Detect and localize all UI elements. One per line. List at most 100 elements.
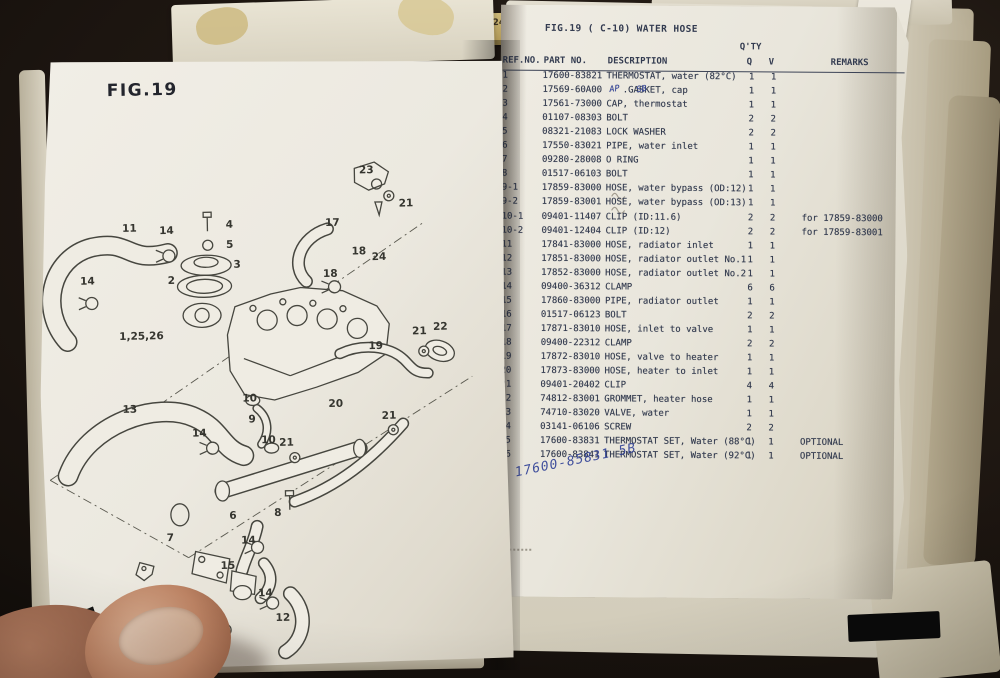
cell-qty-q: 4 [746,381,753,392]
cell-description: HOSE, water bypass (OD:12) [606,182,766,197]
cell-qty-v: 1 [769,255,776,266]
description-text: CLAMP [604,338,632,349]
cell-qty-q: 1 [748,100,755,111]
diagram-callout: 13 [122,403,138,416]
cell-qty-q: 1 [748,86,755,97]
diagram-callout: 22 [432,320,448,333]
cell-qty-v: 2 [770,128,776,139]
cell-qty-v: 2 [769,311,775,322]
diagram-callout: 2 [167,274,176,288]
diagram-callout: 21 [381,409,397,422]
diagram-callout: 14 [240,534,256,547]
dark-page-edge [847,611,941,642]
diagram-callout: 20 [328,397,344,410]
cell-remarks: OPTIONAL [799,437,844,449]
diagram-callout: 14 [257,587,273,600]
cell-qty-q: 1 [747,325,753,336]
diagram-callout: 23 [358,164,374,177]
diagram-callout: 21 [398,197,414,210]
cell-qty-q: 2 [746,339,753,350]
cell-qty-q: 1 [746,437,752,448]
cell-qty-v: 1 [769,269,775,280]
exploded-parts-diagram [34,54,514,673]
cell-qty-q: 2 [747,311,753,322]
description-text: LOCK WASHER [606,127,666,138]
description-text: BOLT [605,169,628,180]
diagram-callout: 9 [248,413,256,426]
cell-qty-q: 1 [746,353,753,364]
cell-qty-v: 1 [768,353,775,364]
cell-qty-q: 2 [748,114,755,125]
header-remarks: REMARKS [830,57,869,69]
diagram-callout: 14 [159,224,174,238]
cell-qty-q: 1 [748,72,755,83]
description-text: CLIP (ID:12) [605,225,671,237]
cell-qty-q: 1 [747,240,754,251]
cell-qty-v: 2 [769,227,776,238]
cell-remarks: for 17859-83000 [801,213,883,224]
cell-qty-q: 2 [747,226,754,237]
cell-qty-v: 2 [768,339,775,350]
cell-qty-q: 1 [747,297,753,308]
cell-qty-q: 1 [747,254,754,265]
cell-qty-v: 2 [769,212,776,224]
cell-qty-q: 1 [747,268,753,280]
cell-qty-q: 1 [746,409,752,420]
diagram-callout: 10 [242,392,258,405]
cell-qty-v: 1 [770,142,776,153]
description-text: PIPE, radiator outlet [604,296,719,307]
cell-qty-q: 1 [746,451,752,462]
description-text: HOSE, inlet to valve [604,324,714,335]
diagram-callout: 6 [229,509,237,522]
description-text: HOSE, radiator outlet No.1 [605,253,747,265]
diagram-callout: 4 [225,218,234,231]
cell-qty-q: 1 [746,367,753,378]
cell-qty-q: 1 [747,198,754,209]
diagram-callout: 8 [274,506,282,520]
description-text: HOSE, radiator inlet [605,239,714,251]
cell-qty-v: 1 [768,437,774,448]
description-text: BOLT [606,113,629,124]
parts-list-page: FIG.19 ( C-10) WATER HOSE Q'TY REF.NO. P… [497,5,909,600]
diagram-callout: 12 [275,611,291,625]
handwritten-mark: SB [636,83,648,96]
cell-qty-v: 1 [769,325,775,336]
cell-qty-v: 2 [770,114,777,125]
cell-remarks: for 17859-83001 [801,227,883,238]
description-text: CLIP (ID:11.6) [605,211,682,223]
figure-page: FIG.19 [34,54,514,673]
cell-qty-v: 1 [769,297,775,308]
diagram-callout: 21 [279,436,294,449]
diagram-callout: 1,25,26 [119,330,164,343]
cell-qty-q: 1 [748,142,754,153]
cell-qty-v: 1 [770,86,777,97]
diagram-callout: 24 [371,250,387,264]
cell-qty-v: 1 [770,170,776,181]
cell-qty-v: 1 [770,184,776,195]
description-text: CAP, thermostat [606,99,688,110]
description-text: .GASKET, cap [622,85,688,96]
header-part-no: PART NO. [543,55,588,67]
cell-qty-q: 6 [747,283,753,294]
diagram-callout: 5 [225,238,234,251]
description-text: HOSE, valve to heater [604,352,719,364]
diagram-callout: 19 [368,339,384,353]
description-text: HOSE, water bypass (OD:13) [605,197,747,209]
cell-qty-q: 2 [748,128,754,139]
description-text: PIPE, water inlet [606,141,699,153]
diagram-callout: 14 [191,427,207,440]
diagram-callout: 15 [220,559,236,573]
description-text: HOSE, radiator outlet No.2 [605,268,747,279]
diagram-callout: 14 [79,275,95,288]
description-text: GROMMET, heater hose [604,394,713,406]
cell-qty-v: 1 [769,198,776,209]
description-text: HOSE, water bypass (OD:12) [605,183,747,195]
cell-qty-q: 2 [746,423,752,434]
description-text: BOLT [604,310,627,321]
cell-qty-v: 1 [769,241,776,252]
header-description: DESCRIPTION [607,56,668,67]
header-q: Q [746,57,753,68]
qty-header: Q'TY [739,42,762,53]
figure-title: FIG.19 ( C-10) WATER HOSE [544,22,698,35]
handwritten-mark: AP [608,83,621,96]
